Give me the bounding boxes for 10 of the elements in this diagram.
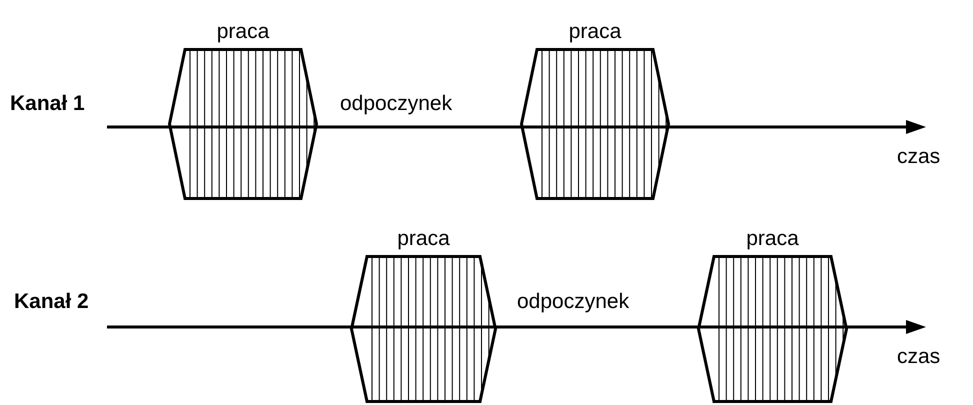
axis-label: czas (897, 345, 940, 369)
rest-label: odpoczynek (517, 290, 630, 314)
work-label: praca (746, 227, 799, 251)
channel-label: Kanał 1 (10, 92, 85, 116)
work-label: praca (397, 227, 450, 251)
rest-label: odpoczynek (340, 92, 452, 116)
work-label: praca (568, 20, 622, 44)
work-label: praca (216, 20, 270, 44)
axis-label: czas (897, 145, 940, 169)
channel-label: Kanał 2 (14, 290, 89, 314)
